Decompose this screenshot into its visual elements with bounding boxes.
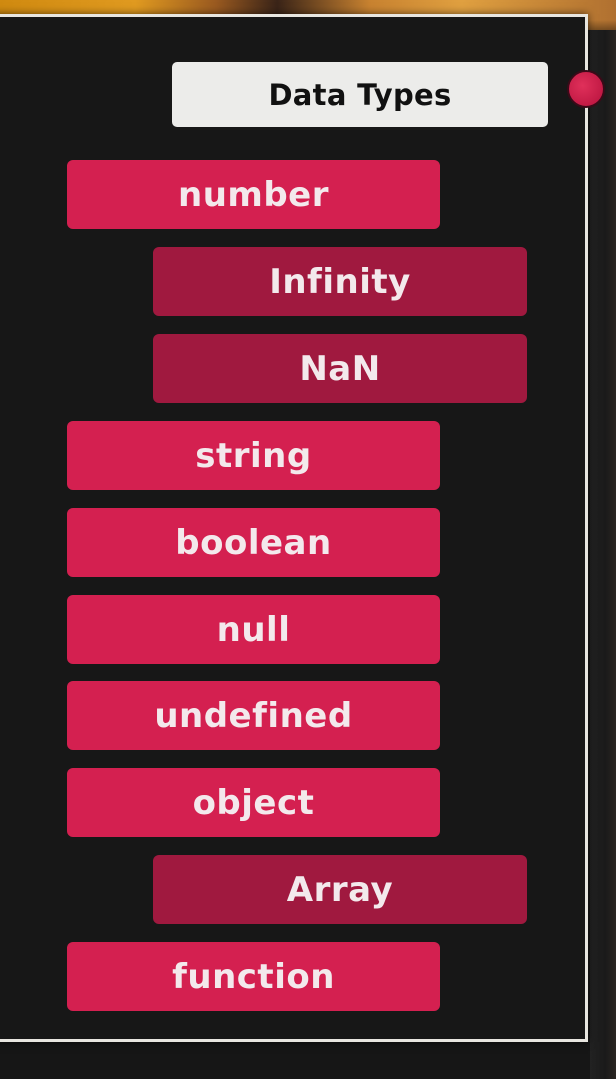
- type-chip-nan: NaN: [153, 334, 527, 403]
- type-chip-number: number: [67, 160, 440, 229]
- type-label: function: [172, 956, 335, 997]
- type-label: number: [177, 174, 329, 215]
- type-chip-infinity: Infinity: [153, 247, 527, 316]
- right-edge: [590, 30, 616, 1079]
- type-label: string: [195, 435, 312, 476]
- type-label: null: [216, 609, 291, 650]
- type-chip-undefined: undefined: [67, 681, 440, 750]
- page-title: Data Types: [268, 77, 452, 112]
- type-label: NaN: [299, 348, 381, 389]
- type-label: Array: [286, 869, 394, 910]
- title-box: Data Types: [172, 62, 548, 127]
- type-chip-array: Array: [153, 855, 527, 924]
- type-chip-function: function: [67, 942, 440, 1011]
- type-chip-null: null: [67, 595, 440, 664]
- type-chip-string: string: [67, 421, 440, 490]
- indicator-dot-icon: [567, 70, 605, 108]
- type-label: undefined: [154, 695, 353, 736]
- type-label: object: [192, 782, 315, 823]
- type-label: boolean: [175, 522, 332, 563]
- type-label: Infinity: [269, 261, 411, 302]
- type-chip-object: object: [67, 768, 440, 837]
- type-chip-boolean: boolean: [67, 508, 440, 577]
